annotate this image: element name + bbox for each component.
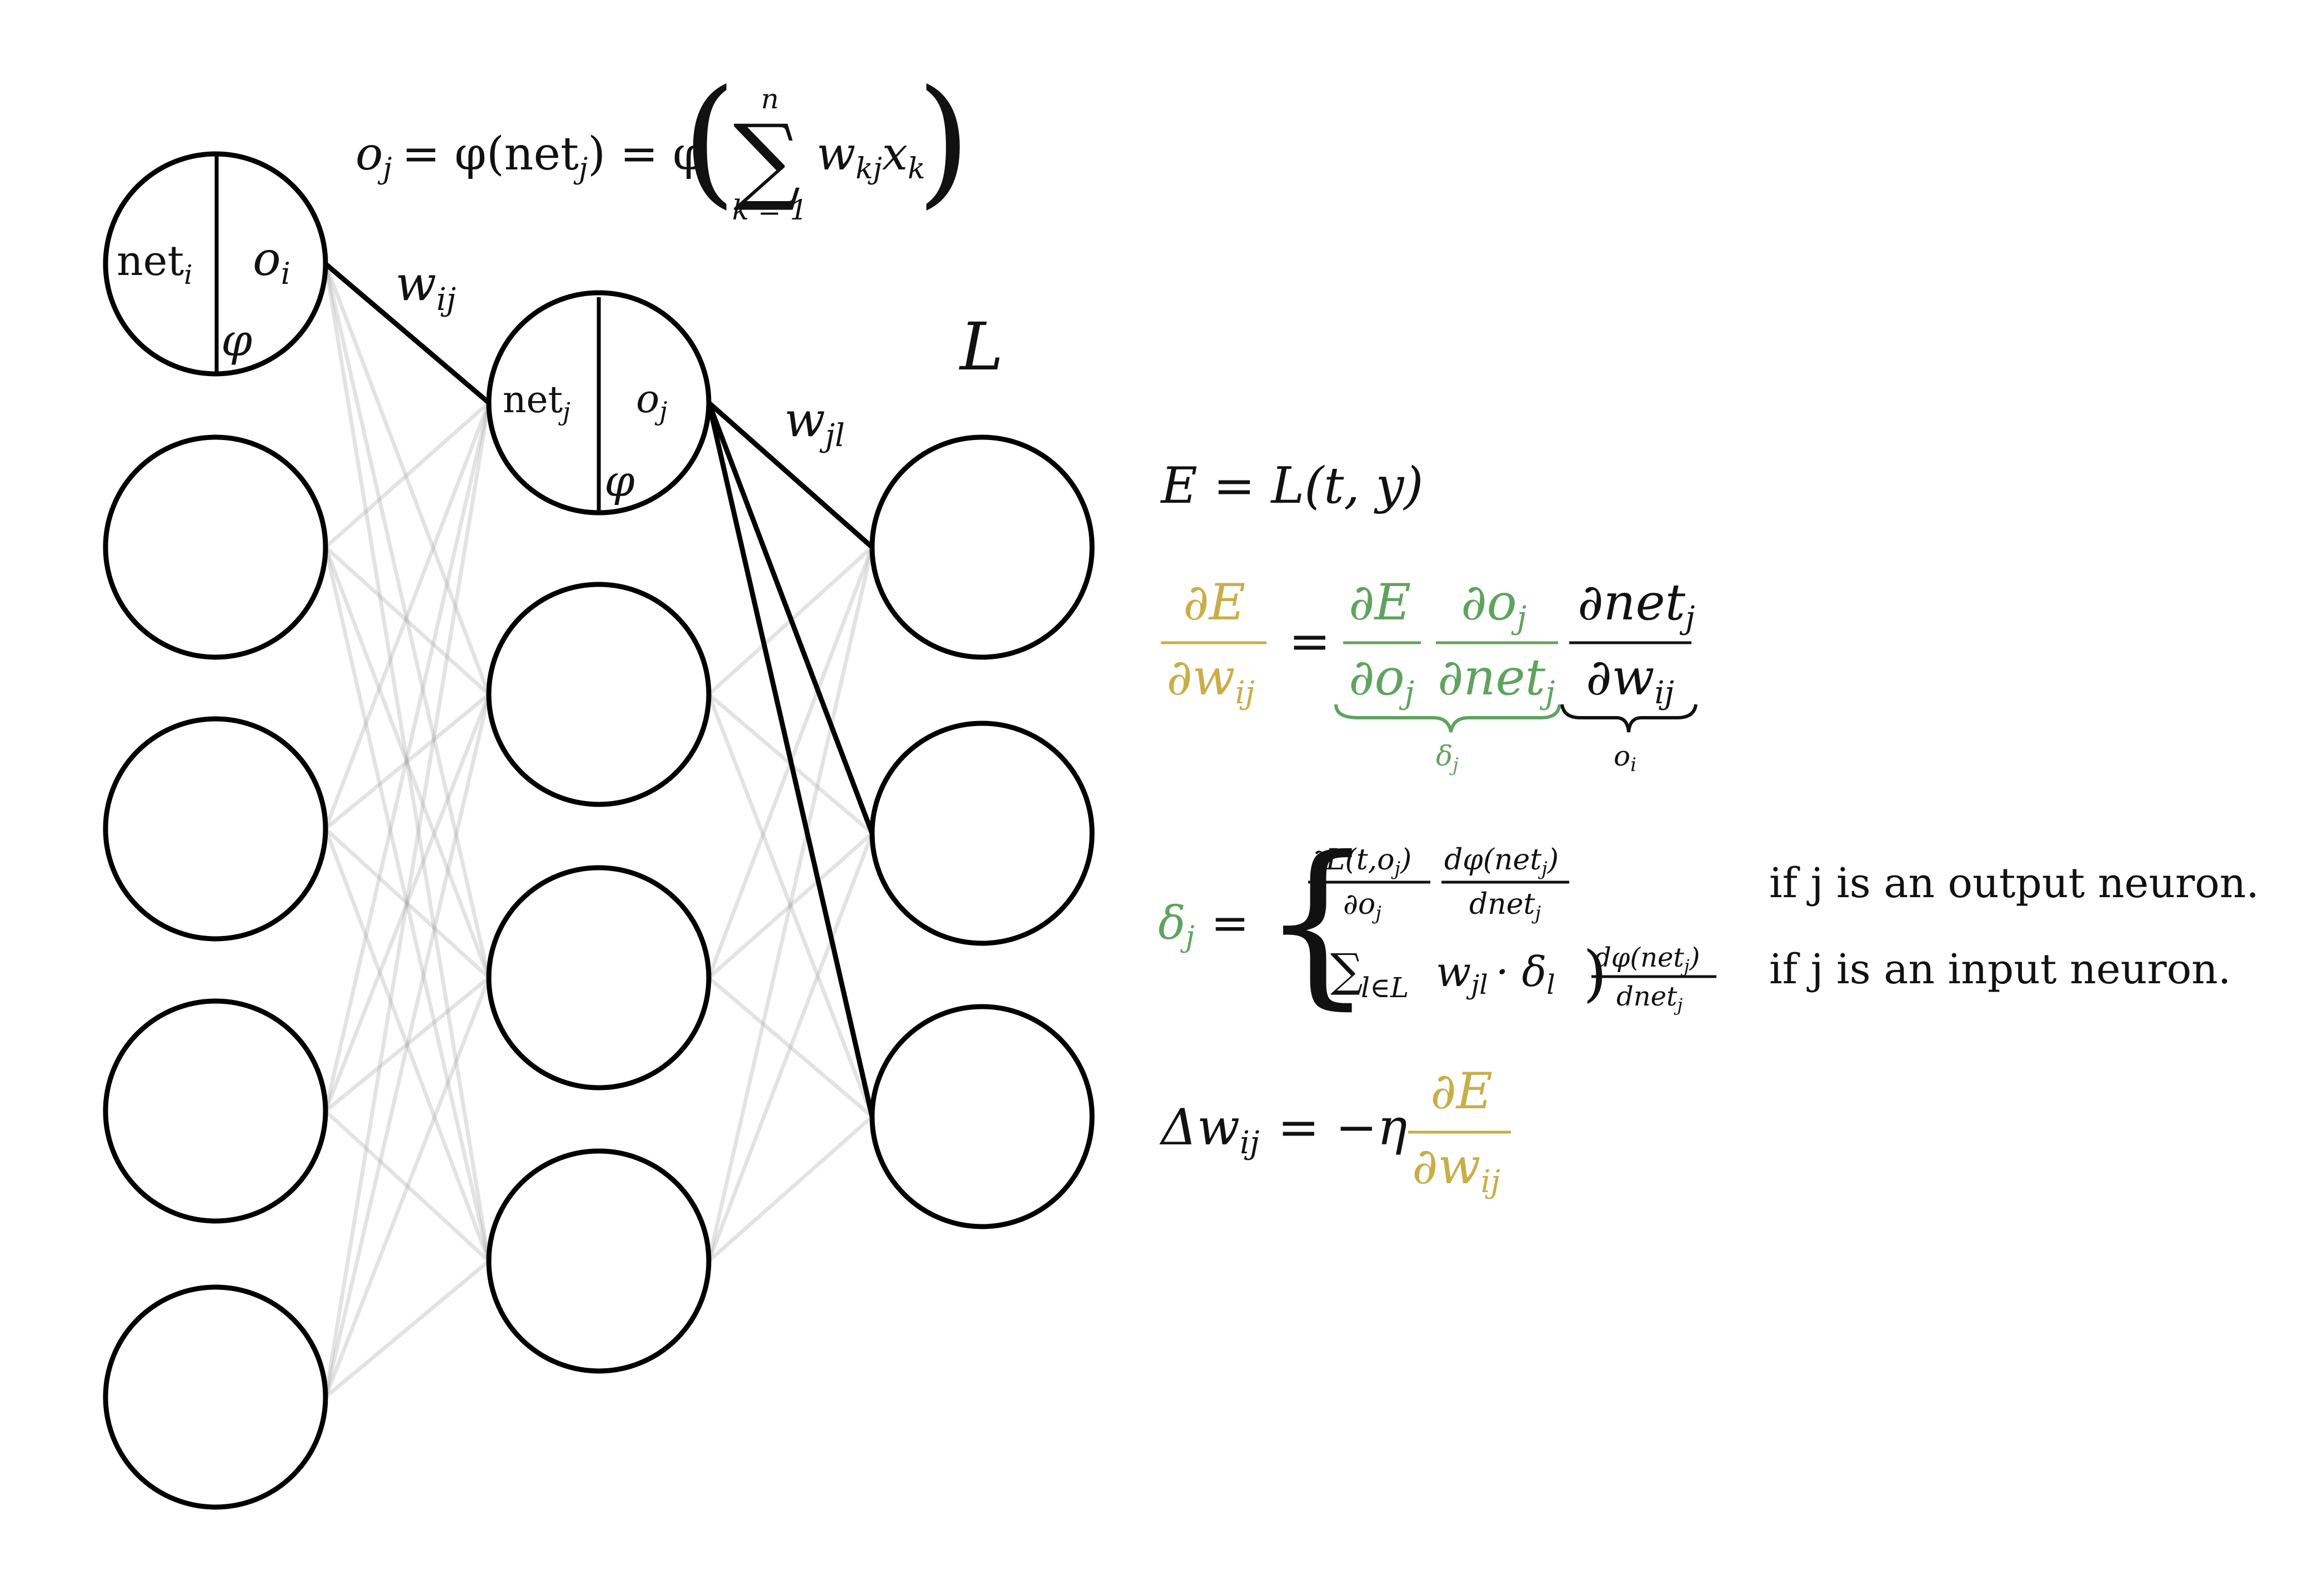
edge-hidden-3-to-output-0 [707, 547, 874, 1262]
top-formula-sum-lower: k = 1 [732, 194, 808, 226]
highlighted-edge-input-0-to-hidden-0 [324, 262, 490, 405]
edge-input-4-to-hidden-1 [323, 694, 491, 1398]
delta-case2-open-paren: ( [1305, 938, 1329, 1009]
delta-case1-f2-denominator: dnetj [1469, 888, 1541, 924]
edge-hidden-2-to-output-1 [707, 832, 874, 979]
delta-case1-condition: if j is an output neuron. [1769, 859, 2259, 907]
delta-case-brace: { [1261, 819, 1374, 1025]
neuron-j-internals: netj oj φ [503, 297, 667, 514]
update-lhs: Δwij [1159, 1098, 1259, 1161]
update-numerator: ∂E [1430, 1062, 1493, 1120]
neuron-input-4 [103, 1284, 328, 1510]
chain-brace-delta-label: δj [1436, 740, 1459, 776]
edge-hidden-1-to-output-2 [707, 693, 874, 1118]
chain-f3-denominator: ∂wij [1586, 648, 1674, 711]
neuron-j-net-label: netj [503, 378, 570, 426]
neuron-i-output-label: oi [253, 232, 291, 291]
edge-input-4-to-hidden-2 [323, 977, 491, 1398]
neuron-j-output-label: oj [636, 376, 667, 426]
neuron-i-internals: neti oi φ [117, 153, 291, 375]
top-formula-text: oj= φ(netj) = φ [356, 128, 704, 186]
weight-label-wij: wij [395, 256, 456, 318]
chain-f1-denominator: ∂oj [1349, 648, 1414, 711]
delta-equals: = [1211, 897, 1249, 950]
neuron-hidden-3 [486, 1148, 712, 1374]
neuron-output-0 [869, 434, 1095, 660]
chain-f1-numerator: ∂E [1349, 573, 1411, 632]
chain-lhs-denominator: ∂wij [1166, 648, 1255, 711]
chain-f2-denominator: ∂netj [1438, 648, 1555, 711]
delta-case2-f-numerator: dφ(netj) [1594, 942, 1700, 977]
top-formula-sigma: ∑ [733, 104, 800, 214]
update-denominator: ∂wij [1412, 1137, 1500, 1200]
neuron-output-2 [869, 1004, 1095, 1229]
edge-input-3-to-hidden-1 [323, 693, 491, 1112]
neuron-hidden-2 [486, 865, 712, 1090]
delta-case1-f1-denominator: ∂oj [1343, 888, 1381, 924]
neuron-i-activation: φ [221, 314, 252, 366]
edge-input-0-to-hidden-3 [323, 263, 491, 1262]
chain-rule: ∂E ∂wij = ∂E ∂oj ∂oj ∂netj ∂netj ∂wij δj… [1161, 573, 1698, 776]
weight-label-wjl: wjl [784, 392, 845, 454]
edge-input-4-to-hidden-0 [323, 402, 491, 1398]
delta-case1-f1-numerator: ∂L(t,oj) [1311, 843, 1411, 880]
highlighted-connections [324, 262, 875, 1118]
chain-brace-delta [1334, 704, 1561, 733]
neuron-input-2 [103, 716, 328, 942]
edge-input-3-to-hidden-0 [323, 402, 491, 1112]
edge-hidden-3-to-output-2 [707, 1115, 874, 1263]
edge-input-2-to-hidden-3 [323, 828, 491, 1262]
delta-lhs: δj [1158, 897, 1195, 954]
delta-case2-close-paren: ) [1583, 938, 1607, 1009]
top-formula: oj= φ(netj) = φ ( ∑ n k = 1 wkjxk ) [356, 60, 971, 226]
highlighted-edge-hidden-0-to-output-1 [706, 402, 875, 834]
update-equals: = −η [1278, 1098, 1407, 1157]
chain-equals: = [1289, 612, 1330, 671]
update-rule: Δwij = −η ∂E ∂wij [1159, 1062, 1511, 1200]
delta-case2-sum: ∑ [1330, 944, 1363, 997]
edge-input-0-to-hidden-2 [323, 263, 491, 978]
chain-f3-numerator: ∂netj [1578, 573, 1695, 636]
neurons [103, 151, 1095, 1510]
chain-brace-oi [1560, 704, 1698, 733]
edge-input-4-to-hidden-3 [324, 1259, 490, 1399]
edge-input-1-to-hidden-2 [323, 546, 491, 979]
delta-case1-f2-numerator: dφ(netj) [1444, 843, 1559, 880]
edge-input-0-to-hidden-1 [323, 263, 491, 696]
delta-case2-condition: if j is an input neuron. [1769, 945, 2231, 993]
chain-f2-numerator: ∂oj [1461, 573, 1526, 636]
edge-input-3-to-hidden-2 [324, 976, 490, 1113]
neuron-i-net-label: neti [117, 237, 193, 291]
top-formula-close-paren: ) [917, 60, 971, 222]
edge-input-2-to-hidden-0 [323, 402, 491, 830]
highlighted-edge-hidden-0-to-output-0 [707, 401, 874, 549]
edge-input-2-to-hidden-1 [324, 693, 490, 830]
edge-hidden-2-to-output-2 [707, 976, 874, 1118]
neuron-input-1 [103, 434, 328, 660]
loss-formula: E = L(t, y) [1160, 457, 1424, 515]
delta-definition: δj = { ∂L(t,oj) ∂oj dφ(netj) dnetj if j … [1158, 819, 2259, 1025]
edge-input-1-to-hidden-3 [323, 547, 491, 1262]
output-layer-label: L [959, 308, 1003, 385]
chain-lhs-numerator: ∂E [1183, 573, 1245, 632]
neuron-input-3 [103, 998, 328, 1224]
chain-brace-oi-label: oi [1614, 740, 1636, 776]
delta-case2-sum-sub: l∈L [1361, 972, 1409, 1004]
edge-input-1-to-hidden-1 [324, 546, 490, 696]
delta-case2-term: wjl· δl [1436, 948, 1555, 1000]
edge-input-3-to-hidden-3 [324, 1109, 490, 1263]
top-formula-sum-term: wkjxk [817, 128, 925, 186]
light-connections [323, 263, 874, 1399]
neuron-hidden-1 [486, 582, 712, 807]
delta-case2-f-denominator: dnetj [1616, 981, 1683, 1015]
neuron-j-activation: φ [604, 457, 635, 507]
edge-input-2-to-hidden-2 [324, 827, 490, 979]
edge-input-1-to-hidden-0 [324, 401, 490, 549]
top-formula-open-paren: ( [682, 60, 737, 222]
neuron-output-1 [869, 721, 1095, 946]
highlighted-edge-hidden-0-to-output-2 [706, 402, 875, 1118]
top-formula-sum-upper: n [761, 83, 779, 115]
edge-hidden-3-to-output-1 [707, 832, 874, 1262]
